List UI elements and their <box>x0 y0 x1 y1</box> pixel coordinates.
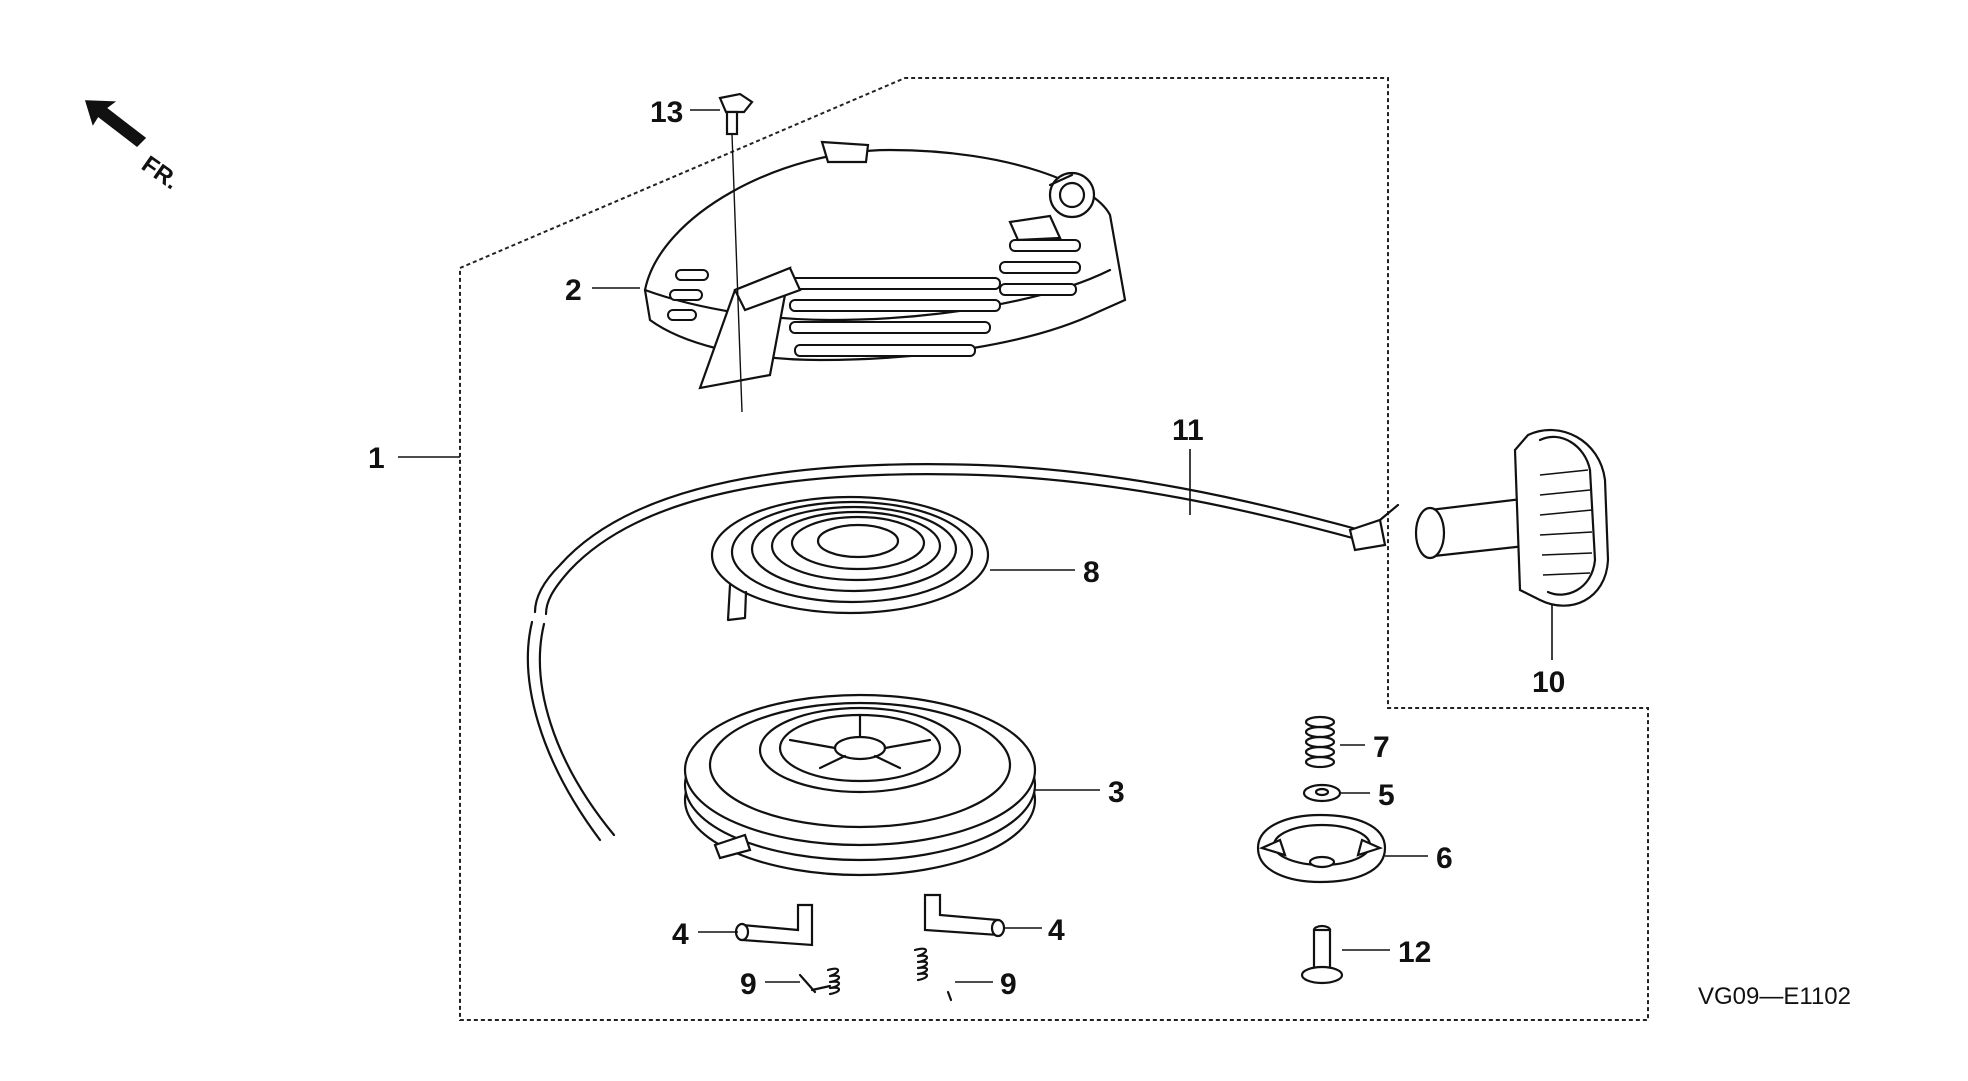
callout-10: 10 <box>1532 666 1565 699</box>
starter-case-part <box>643 140 1127 390</box>
friction-spring-part <box>1304 715 1336 769</box>
callout-3: 3 <box>1108 776 1125 809</box>
callout-5: 5 <box>1378 779 1395 812</box>
callout-12: 12 <box>1398 936 1431 969</box>
front-direction-arrow-icon <box>84 100 147 147</box>
flange-bolt-part <box>718 92 754 413</box>
ratchet-guide-part <box>1256 813 1387 884</box>
callout-4-right: 4 <box>1048 914 1065 947</box>
callout-8: 8 <box>1083 556 1100 589</box>
return-spring-left-part <box>798 967 841 996</box>
callout-9-right: 9 <box>1000 968 1017 1001</box>
callout-1: 1 <box>368 442 385 475</box>
recoil-spring-part <box>710 495 990 622</box>
callout-6: 6 <box>1436 842 1453 875</box>
return-spring-right-part <box>913 947 953 1002</box>
callout-13: 13 <box>650 96 683 129</box>
recoil-reel-part <box>683 693 1037 877</box>
starter-rope-part <box>526 463 1400 842</box>
direction-label: FR. <box>137 151 184 195</box>
diagram-code: VG09—E1102 <box>1698 983 1851 1010</box>
assembly-boundary <box>459 77 1649 1021</box>
ratchet-right-part <box>923 893 1006 938</box>
callout-9-left: 9 <box>740 968 757 1001</box>
callout-11: 11 <box>1172 414 1204 447</box>
leader-lines <box>398 109 1553 983</box>
callout-4-left: 4 <box>672 918 689 951</box>
callout-2: 2 <box>565 274 582 307</box>
washer-part <box>1302 783 1342 803</box>
starter-grip-part <box>1414 429 1610 607</box>
callout-7: 7 <box>1373 731 1390 764</box>
setting-bolt-part <box>1300 924 1344 985</box>
ratchet-left-part <box>734 903 814 947</box>
